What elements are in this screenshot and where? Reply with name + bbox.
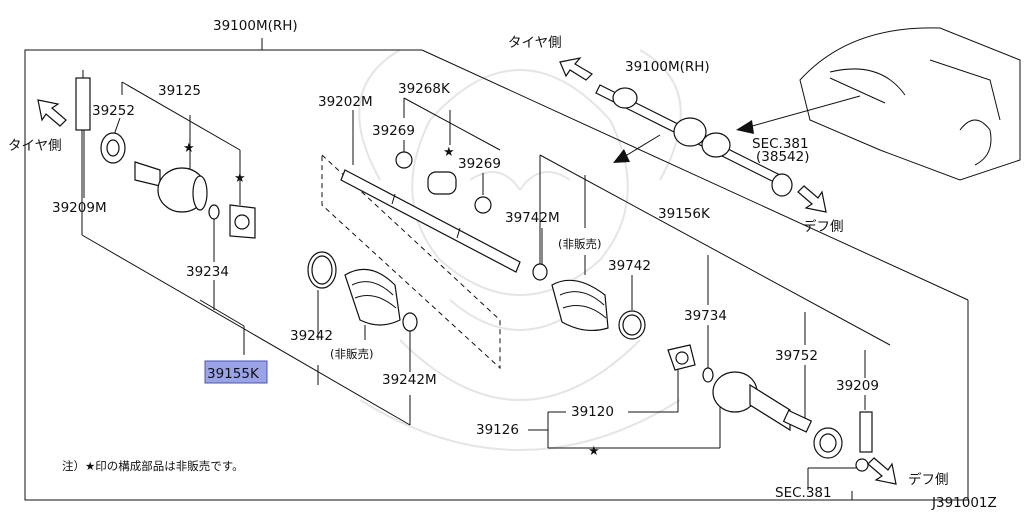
label-tire-side-left: タイヤ側 — [8, 138, 62, 154]
label-39209M[interactable]: 39209M — [52, 200, 107, 216]
outer-joint[interactable] — [134, 161, 208, 213]
band-39742[interactable] — [618, 310, 646, 340]
label-39126[interactable]: 39126 — [476, 422, 519, 438]
highlight-39155K — [204, 360, 268, 384]
label-39234[interactable]: 39234 — [186, 264, 229, 280]
boot-left[interactable] — [344, 268, 401, 326]
washer-39252[interactable] — [100, 132, 126, 164]
label-39125[interactable]: 39125 — [158, 83, 201, 99]
label-sec381-a-sub[interactable]: (38542) — [756, 149, 809, 165]
arrow-tire-top — [559, 57, 593, 81]
housing-39126[interactable] — [712, 371, 813, 433]
label-39242[interactable]: 39242 — [290, 328, 333, 344]
arrow-diff-right — [797, 185, 827, 213]
star-39125-a: ★ — [183, 141, 195, 156]
watermark-emblem — [358, 49, 682, 451]
inner-race[interactable] — [229, 204, 256, 239]
label-39155K[interactable]: 39155K — [207, 366, 260, 382]
label-39156K[interactable]: 39156K — [658, 206, 711, 222]
label-39252[interactable]: 39252 — [92, 103, 135, 119]
label-39269-a[interactable]: 39269 — [372, 123, 415, 139]
label-39752[interactable]: 39752 — [775, 348, 818, 364]
star-39125-b: ★ — [234, 171, 246, 186]
label-39202M[interactable]: 39202M — [318, 94, 373, 110]
arrow-tire-left — [37, 99, 67, 127]
circlip-39734[interactable] — [702, 367, 714, 383]
star-39120: ★ — [588, 444, 600, 459]
star-39268K: ★ — [443, 145, 455, 160]
label-39742M[interactable]: 39742M — [505, 210, 560, 226]
label-39209[interactable]: 39209 — [836, 378, 879, 394]
car-illustration — [799, 27, 1021, 181]
label-diff-side-bottom: デフ側 — [908, 471, 949, 488]
tripod-39120[interactable] — [667, 344, 696, 371]
label-39268K[interactable]: 39268K — [398, 81, 451, 97]
label-diff-side-right: デフ側 — [803, 218, 844, 235]
label-sec381-a[interactable]: SEC.381 — [752, 136, 809, 152]
label-top-assembly[interactable]: 39100M(RH) — [213, 18, 298, 34]
label-assembly-rh[interactable]: 39100M(RH) — [625, 59, 710, 75]
assembly-frame — [24, 38, 969, 501]
boot-kit-dashed-frame — [321, 153, 501, 370]
boot-right[interactable] — [551, 279, 609, 332]
band-39242M[interactable] — [402, 312, 418, 332]
boot-band-39242[interactable] — [307, 251, 337, 289]
label-not-sold-a: (非販売) — [330, 347, 373, 361]
shaft-39209[interactable] — [859, 411, 873, 453]
label-tire-side-top: タイヤ側 — [508, 35, 562, 51]
snap-ring-39234[interactable] — [208, 204, 220, 220]
label-39120[interactable]: 39120 — [571, 404, 614, 420]
band-39742M[interactable] — [532, 263, 548, 281]
label-not-sold-b: (非販売) — [558, 237, 601, 251]
shaft-39209M[interactable] — [75, 70, 91, 131]
arrow-car-to-shaft — [736, 95, 861, 134]
shaft-39202M[interactable] — [340, 169, 521, 273]
oring-sec381[interactable] — [855, 458, 869, 472]
driveshaft-overview[interactable] — [595, 84, 793, 197]
diagram-code: J391001Z — [931, 495, 997, 510]
seal-39752[interactable] — [813, 427, 843, 459]
footnote: 注）★印の構成部品は非販売です。 — [62, 459, 244, 473]
arrow-diff-bottom — [867, 457, 897, 485]
label-39742[interactable]: 39742 — [608, 258, 651, 274]
label-39242M[interactable]: 39242M — [382, 372, 437, 388]
right-group-frame — [539, 154, 891, 346]
damper-parts-39268K[interactable] — [395, 151, 492, 214]
label-39269-b[interactable]: 39269 — [458, 156, 501, 172]
label-39734[interactable]: 39734 — [684, 308, 727, 324]
label-sec381-b[interactable]: SEC.381 — [775, 485, 832, 501]
arrow-to-detail — [613, 134, 661, 163]
leader-lines — [83, 81, 866, 490]
